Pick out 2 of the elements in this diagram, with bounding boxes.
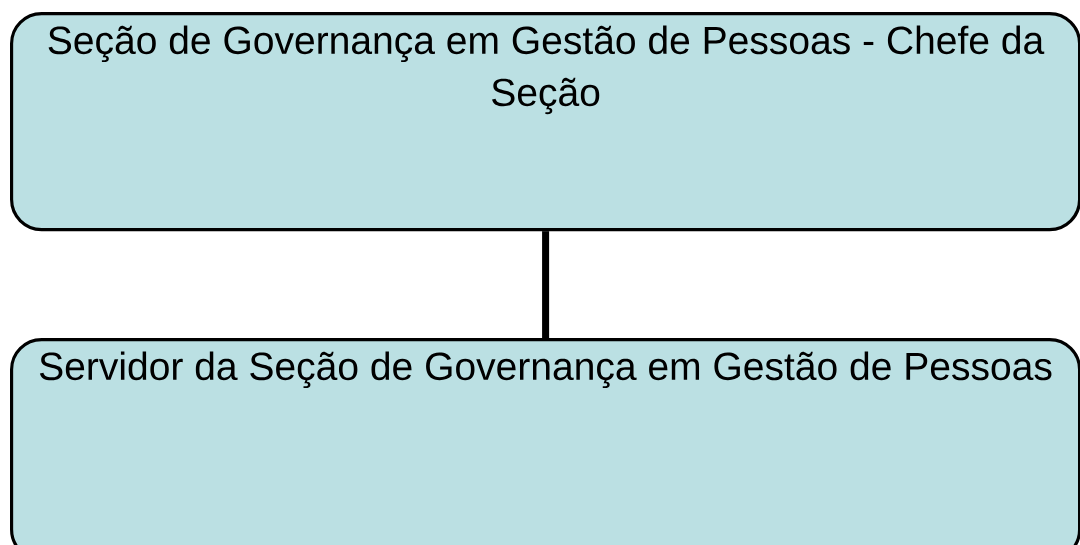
org-box: Servidor da Seção de Governança em Gestão de Pessoas <box>10 338 1080 545</box>
org-box: Seção de Governança em Gestão de Pessoas - Chefe da Seção <box>10 12 1080 232</box>
